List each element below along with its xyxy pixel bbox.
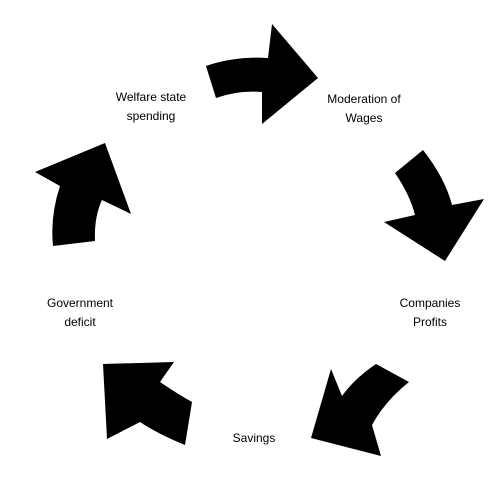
node-wages-line-2: Wages bbox=[345, 111, 383, 125]
arrow-welfare-to-wages-icon bbox=[206, 24, 318, 124]
node-deficit-line-1: Government bbox=[46, 296, 114, 310]
node-welfare-line-2: spending bbox=[126, 109, 176, 123]
node-government-deficit: Government deficit bbox=[32, 294, 128, 332]
node-profits-line-2: Profits bbox=[412, 315, 447, 329]
node-savings: Savings bbox=[206, 429, 302, 448]
node-deficit-line-2: deficit bbox=[64, 315, 96, 329]
node-companies-profits: Companies Profits bbox=[382, 294, 478, 332]
arrow-wages-to-profits-icon bbox=[384, 150, 484, 261]
node-wages-line-1: Moderation of bbox=[327, 92, 401, 106]
node-welfare-state-spending: Welfare state spending bbox=[103, 88, 199, 126]
arrow-deficit-to-welfare-icon bbox=[35, 143, 131, 246]
node-savings-line-1: Savings bbox=[232, 431, 276, 445]
node-moderation-of-wages: Moderation of Wages bbox=[316, 90, 412, 128]
arrow-savings-to-deficit-icon bbox=[103, 362, 192, 445]
node-welfare-line-1: Welfare state bbox=[115, 90, 187, 104]
arrow-profits-to-savings-icon bbox=[311, 364, 409, 456]
node-profits-line-1: Companies bbox=[399, 296, 461, 310]
